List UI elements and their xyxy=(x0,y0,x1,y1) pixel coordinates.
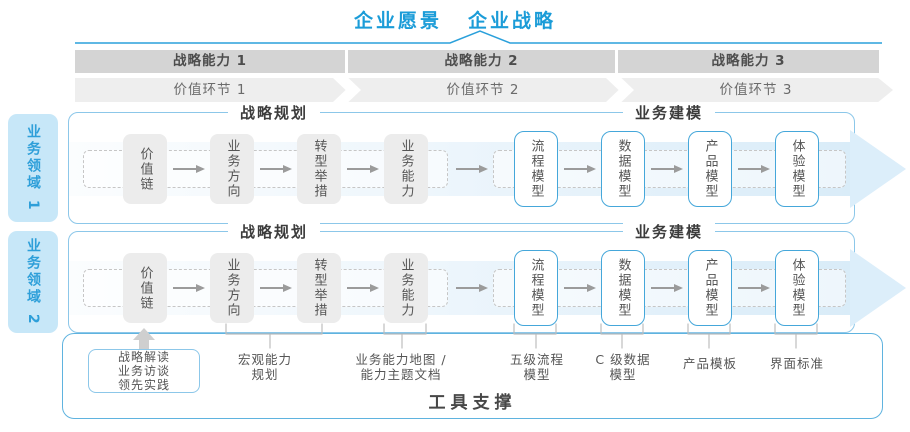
flow-arrow-icon xyxy=(738,164,770,173)
business-domain-2-label: 业务领域 2 xyxy=(8,231,58,333)
business-modeling-header: 业务建模 xyxy=(622,222,716,242)
deliverable-capability-map: 业务能力地图 / 能力主题文档 xyxy=(355,352,447,382)
flow-arrow-icon xyxy=(173,283,205,292)
value-chain-box: 价值链 xyxy=(123,253,167,323)
flow-arrow-icon xyxy=(260,164,292,173)
product-model-box: 产品模型 xyxy=(688,131,732,207)
domain-1-lane-panel: 价值链 业务方向 转型举措 业务能力 流程模型 数据模型 产品模型 体验模型 战… xyxy=(68,103,906,224)
data-model-box: 数据模型 xyxy=(601,131,645,207)
strategic-capability-2: 战略能力 2 xyxy=(348,50,615,73)
tool-support-container: 工具支撑 xyxy=(62,333,883,419)
domain-2-lane-panel: 价值链 业务方向 转型举措 业务能力 流程模型 数据模型 产品模型 体验模型 战… xyxy=(68,222,906,333)
flow-arrow-icon xyxy=(173,164,205,173)
deliverable-product-template: 产品模板 xyxy=(682,356,738,371)
flow-arrow-icon xyxy=(456,164,488,173)
strategy-inputs-box: 战略解读 业务访谈 领先实践 xyxy=(88,349,200,393)
enterprise-vision-title: 企业愿景 xyxy=(353,10,442,32)
flow-arrow-icon xyxy=(347,283,379,292)
flow-arrow-icon xyxy=(260,283,292,292)
value-link-1: 价值环节 1 xyxy=(173,82,247,98)
tool-support-label: 工具支撑 xyxy=(428,393,517,413)
strategic-capability-3: 战略能力 3 xyxy=(618,50,879,73)
strategic-planning-header: 战略规划 xyxy=(227,222,321,242)
up-arrow-icon xyxy=(139,340,149,352)
product-model-box: 产品模型 xyxy=(688,250,732,326)
flow-arrow-icon xyxy=(564,283,596,292)
deliverable-ui-standard: 界面标准 xyxy=(769,356,825,371)
data-model-box: 数据模型 xyxy=(601,250,645,326)
strategic-capability-1: 战略能力 1 xyxy=(75,50,345,73)
deliverable-macro-capability: 宏观能力 规划 xyxy=(237,352,293,382)
process-model-box: 流程模型 xyxy=(514,250,558,326)
vision-peak-line xyxy=(75,30,882,44)
deliverable-data-model: C 级数据 模型 xyxy=(595,352,651,382)
flow-arrow-icon xyxy=(738,283,770,292)
strategic-planning-header: 战略规划 xyxy=(227,103,321,123)
business-modeling-header: 业务建模 xyxy=(622,103,716,123)
direction-arrowhead-icon xyxy=(850,130,906,208)
business-direction-box: 业务方向 xyxy=(210,253,254,323)
value-chain-box: 价值链 xyxy=(123,134,167,204)
business-capability-box: 业务能力 xyxy=(384,134,428,204)
business-direction-box: 业务方向 xyxy=(210,134,254,204)
value-link-3: 价值环节 3 xyxy=(719,82,793,98)
transformation-initiative-box: 转型举措 xyxy=(297,134,341,204)
direction-arrowhead-icon xyxy=(850,249,906,327)
flow-arrow-icon xyxy=(651,164,683,173)
value-link-2: 价值环节 2 xyxy=(446,82,520,98)
deliverable-process-model: 五级流程 模型 xyxy=(509,352,565,382)
flow-arrow-icon xyxy=(347,164,379,173)
process-model-box: 流程模型 xyxy=(514,131,558,207)
flow-arrow-icon xyxy=(564,164,596,173)
enterprise-strategy-title: 企业战略 xyxy=(468,10,557,32)
up-arrow-icon xyxy=(133,328,155,340)
business-domain-1-label: 业务领域 1 xyxy=(8,114,58,222)
top-titles: 企业愿景 企业战略 xyxy=(0,6,910,33)
business-capability-box: 业务能力 xyxy=(384,253,428,323)
transformation-initiative-box: 转型举措 xyxy=(297,253,341,323)
value-link-band: 价值环节 1 价值环节 2 价值环节 3 xyxy=(75,78,893,102)
experience-model-box: 体验模型 xyxy=(775,131,819,207)
flow-arrow-icon xyxy=(651,283,683,292)
bracket-connectors xyxy=(225,323,818,349)
experience-model-box: 体验模型 xyxy=(775,250,819,326)
flow-arrow-icon xyxy=(456,283,488,292)
